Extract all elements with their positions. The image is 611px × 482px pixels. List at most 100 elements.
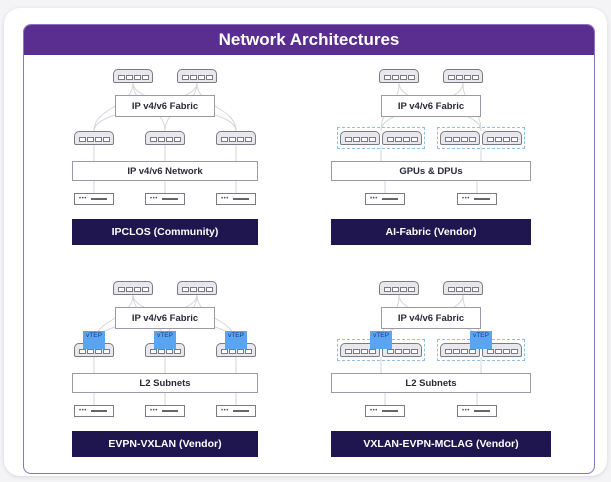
server-icon: •••	[74, 405, 114, 417]
port-icon	[228, 349, 236, 354]
architecture-label: VXLAN-EVPN-MCLAG (Vendor)	[331, 431, 551, 457]
port-icon	[125, 287, 133, 292]
port-icon	[141, 75, 149, 80]
leaf-switch-icon	[382, 343, 422, 357]
port-icon	[510, 349, 518, 354]
vtep-badge: vTEP	[154, 331, 176, 349]
port-icon	[197, 287, 205, 292]
vtep-badge: vTEP	[370, 331, 392, 349]
port-icon	[494, 137, 502, 142]
fabric-box: IP v4/v6 Fabric	[115, 95, 215, 117]
port-icon	[197, 75, 205, 80]
port-icon	[391, 75, 399, 80]
port-icon	[173, 137, 181, 142]
server-leds: •••	[79, 408, 87, 414]
port-icon	[189, 75, 197, 80]
port-icon	[447, 287, 455, 292]
port-icon	[344, 137, 352, 142]
port-icon	[102, 137, 110, 142]
port-icon	[460, 349, 468, 354]
port-icon	[452, 349, 460, 354]
port-icon	[181, 287, 189, 292]
server-icon: •••	[457, 405, 497, 417]
port-icon	[165, 349, 173, 354]
port-icon	[173, 349, 181, 354]
server-slot	[473, 198, 490, 200]
port-icon	[407, 75, 415, 80]
port-icon	[220, 137, 228, 142]
fabric-box: IP v4/v6 Fabric	[381, 95, 481, 117]
spine-switch-icon	[177, 69, 217, 83]
leaf-switch-icon	[145, 131, 185, 145]
middle-box: GPUs & DPUs	[331, 161, 531, 181]
diagram-title: Network Architectures	[24, 25, 594, 55]
mclag-pair-group	[437, 127, 525, 149]
leaf-switch-icon	[482, 343, 522, 357]
port-icon	[352, 137, 360, 142]
port-icon	[344, 349, 352, 354]
port-icon	[94, 137, 102, 142]
server-icon: •••	[216, 193, 256, 205]
port-icon	[157, 349, 165, 354]
port-icon	[502, 137, 510, 142]
port-icon	[463, 75, 471, 80]
link-line	[196, 82, 237, 132]
leaf-switch-icon	[382, 131, 422, 145]
port-icon	[236, 137, 244, 142]
port-icon	[494, 349, 502, 354]
port-icon	[486, 137, 494, 142]
port-icon	[399, 287, 407, 292]
port-icon	[228, 137, 236, 142]
port-icon	[205, 75, 213, 80]
architecture-label: IPCLOS (Community)	[72, 219, 258, 245]
port-icon	[181, 75, 189, 80]
port-icon	[149, 349, 157, 354]
port-icon	[117, 287, 125, 292]
server-leds: •••	[150, 408, 158, 414]
port-icon	[383, 75, 391, 80]
port-icon	[157, 137, 165, 142]
port-icon	[386, 349, 394, 354]
port-icon	[149, 137, 157, 142]
port-icon	[352, 349, 360, 354]
diagram-card: Network Architectures IP v4/v6 Fabric IP …	[4, 8, 607, 476]
port-icon	[86, 137, 94, 142]
port-icon	[502, 349, 510, 354]
vtep-badge: vTEP	[470, 331, 492, 349]
port-icon	[205, 287, 213, 292]
port-icon	[78, 349, 86, 354]
port-icon	[460, 137, 468, 142]
port-icon	[141, 287, 149, 292]
server-slot	[90, 198, 107, 200]
link-line	[93, 82, 134, 132]
port-icon	[94, 349, 102, 354]
middle-box: IP v4/v6 Network	[72, 161, 258, 181]
spine-switch-icon	[113, 69, 153, 83]
spine-switch-icon	[443, 281, 483, 295]
port-icon	[447, 75, 455, 80]
port-icon	[125, 75, 133, 80]
port-icon	[391, 287, 399, 292]
architecture-label: EVPN-VXLAN (Vendor)	[72, 431, 258, 457]
port-icon	[510, 137, 518, 142]
middle-box: L2 Subnets	[72, 373, 258, 393]
port-icon	[471, 75, 479, 80]
port-icon	[78, 137, 86, 142]
server-slot	[381, 410, 398, 412]
port-icon	[383, 287, 391, 292]
spine-switch-icon	[113, 281, 153, 295]
server-leds: •••	[79, 196, 87, 202]
server-slot	[90, 410, 107, 412]
port-icon	[133, 287, 141, 292]
port-icon	[189, 287, 197, 292]
vtep-badge: vTEP	[83, 331, 105, 349]
server-leds: •••	[462, 408, 470, 414]
port-icon	[455, 287, 463, 292]
fabric-box: IP v4/v6 Fabric	[115, 307, 215, 329]
port-icon	[117, 75, 125, 80]
port-icon	[244, 349, 252, 354]
port-icon	[463, 287, 471, 292]
server-slot	[161, 198, 178, 200]
